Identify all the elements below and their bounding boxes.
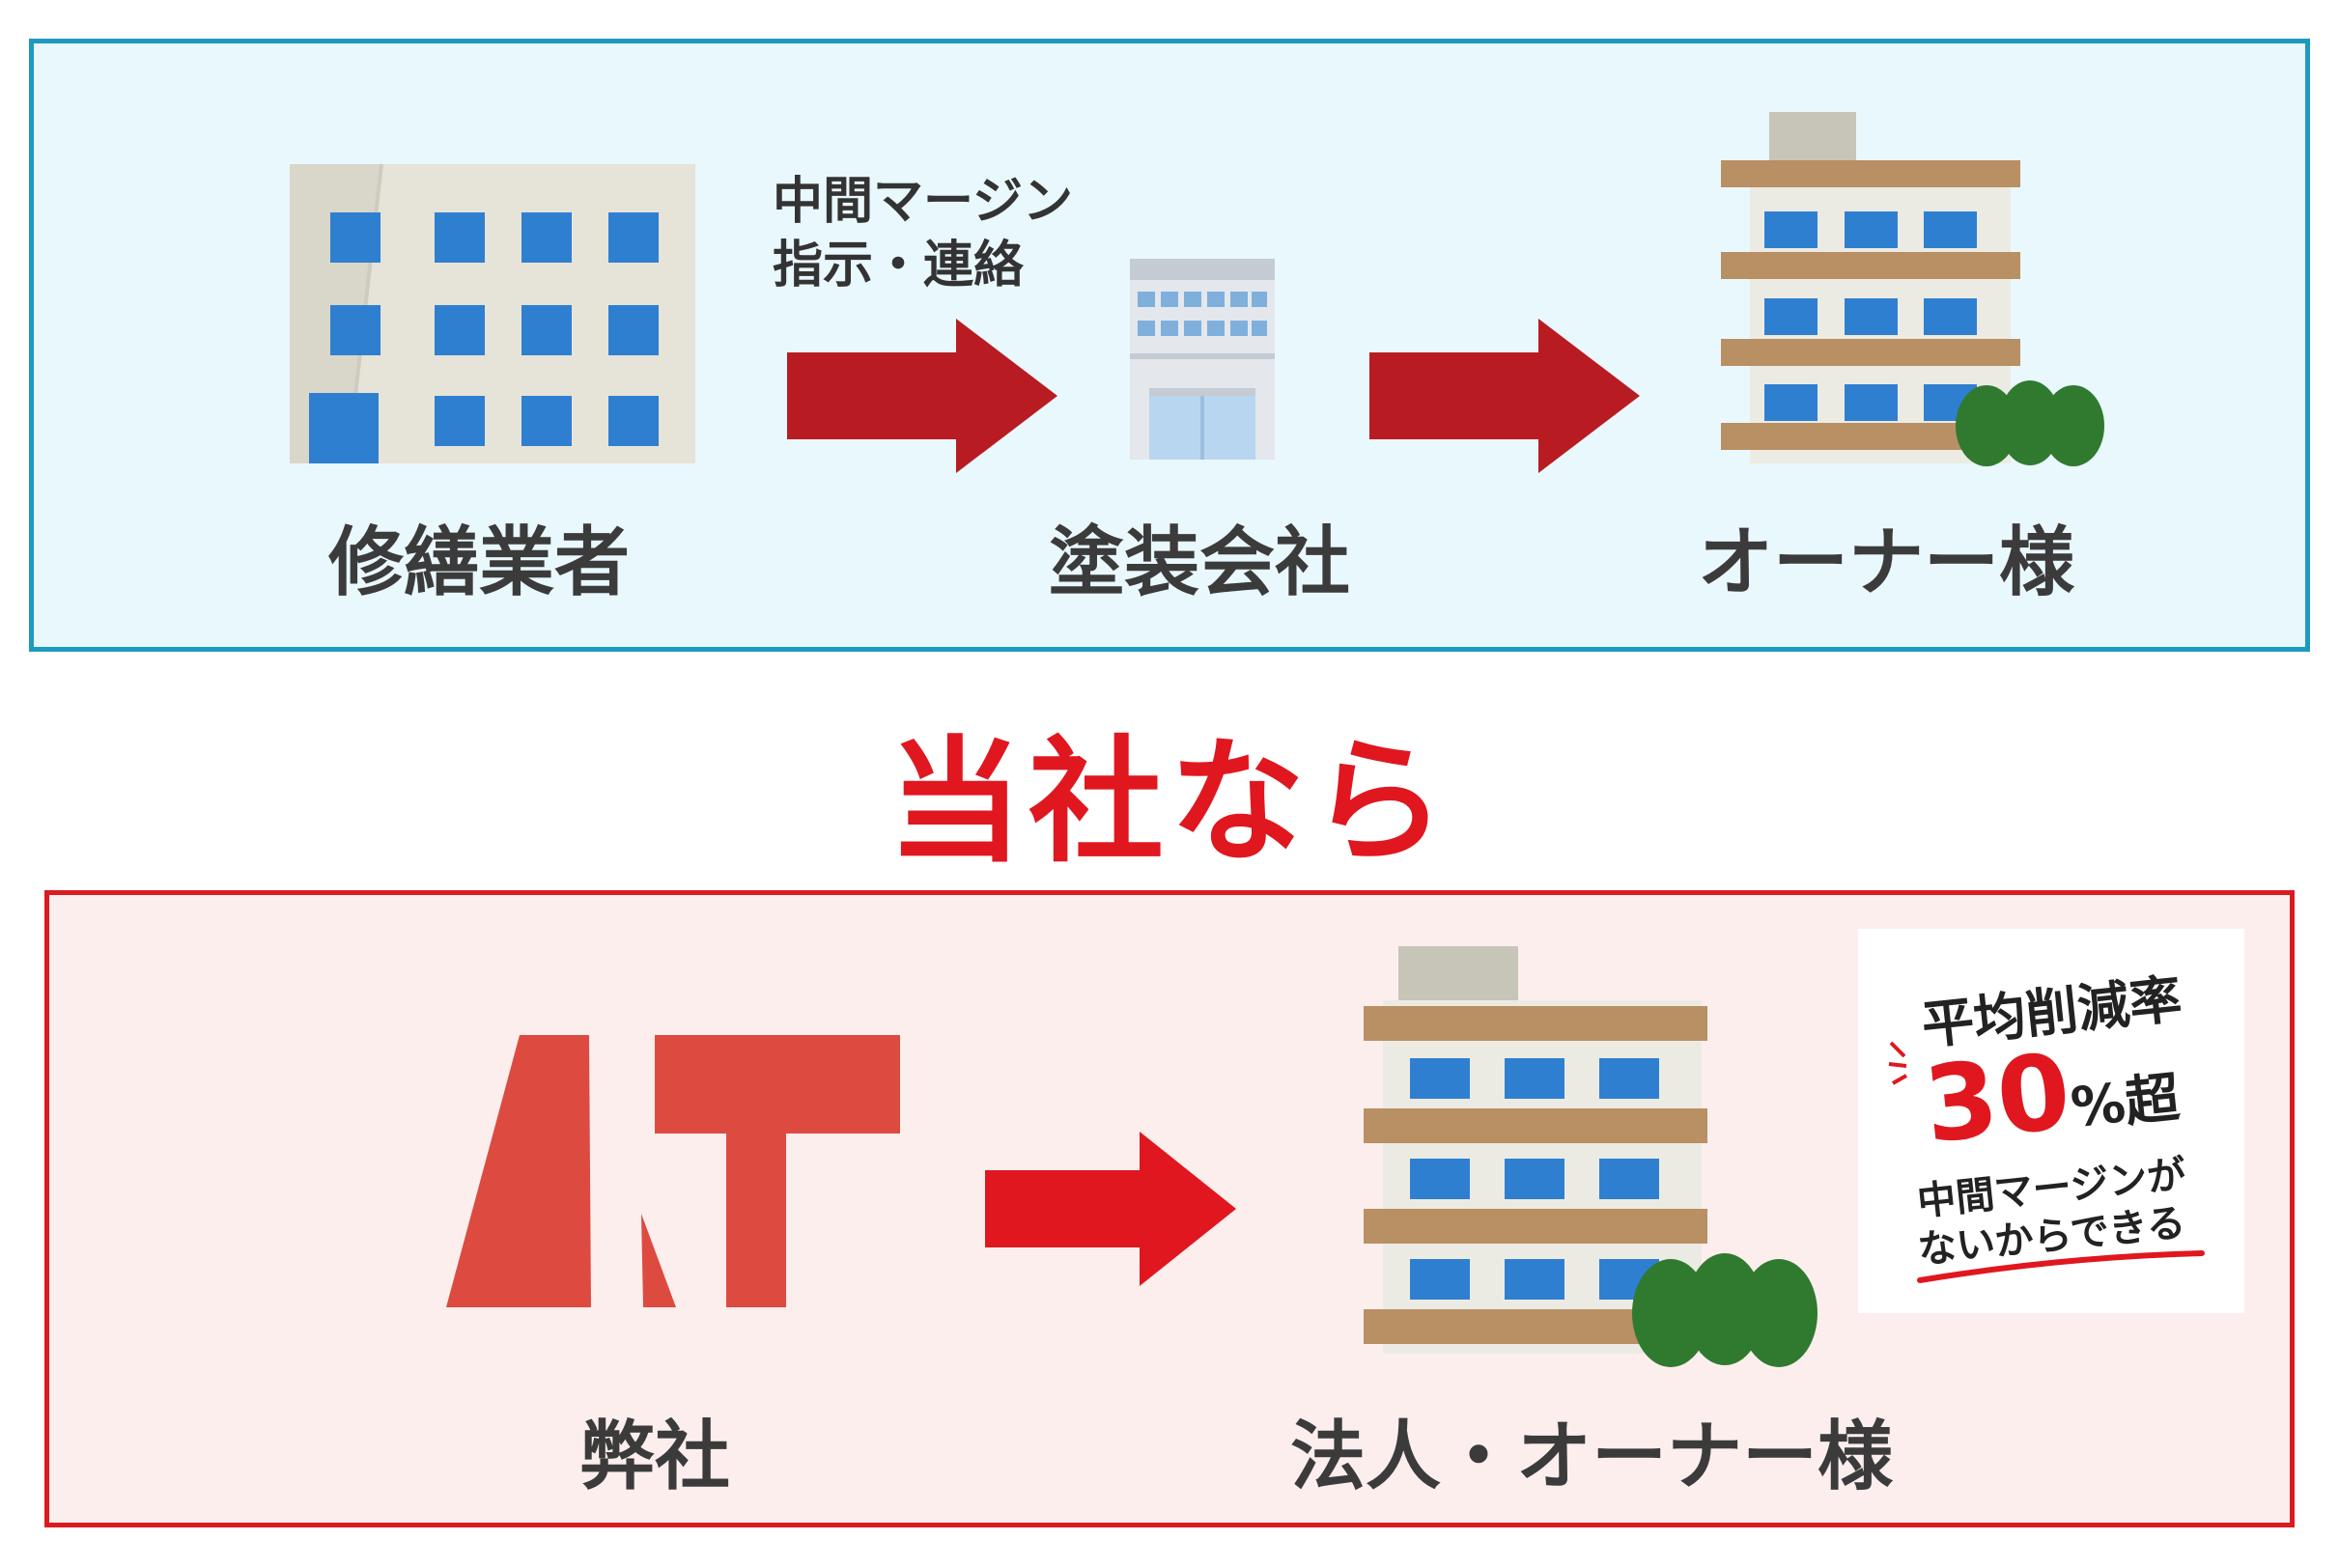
owner-apartment-building-icon	[1721, 112, 2104, 466]
owner-label: オーナー様	[1698, 519, 2075, 606]
painting-company-building-icon	[1130, 259, 1275, 460]
margin-note-line1: 中間マージン	[773, 173, 1073, 231]
emphasis-lines-icon	[1888, 1041, 1907, 1085]
arrow-right-icon	[787, 319, 1057, 473]
arrow-right-icon	[1369, 319, 1640, 473]
underline-swoosh-icon	[1917, 1250, 2205, 1283]
corporate-owner-building-icon	[1364, 946, 1818, 1367]
margin-note-line2: 指示・連絡	[773, 237, 1025, 294]
corporate-owner-label: 法人・オーナー様	[1290, 1414, 1894, 1500]
our-company-label: 弊社	[579, 1414, 731, 1500]
repair-contractor-building-icon	[290, 163, 695, 464]
arrow-right-icon	[985, 1132, 1236, 1286]
painting-company-label: 塗装会社	[1049, 519, 1351, 606]
company-logo-icon	[446, 1035, 900, 1307]
badge-number: 30	[1918, 1031, 2076, 1167]
repair-contractor-label: 修繕業者	[328, 519, 631, 606]
headline: 当社なら	[887, 724, 1451, 882]
badge-unit: %超	[2068, 1066, 2183, 1140]
reduction-rate-badge: 平均削減率 30%超 中間マージンが ないからできる	[1858, 929, 2244, 1313]
